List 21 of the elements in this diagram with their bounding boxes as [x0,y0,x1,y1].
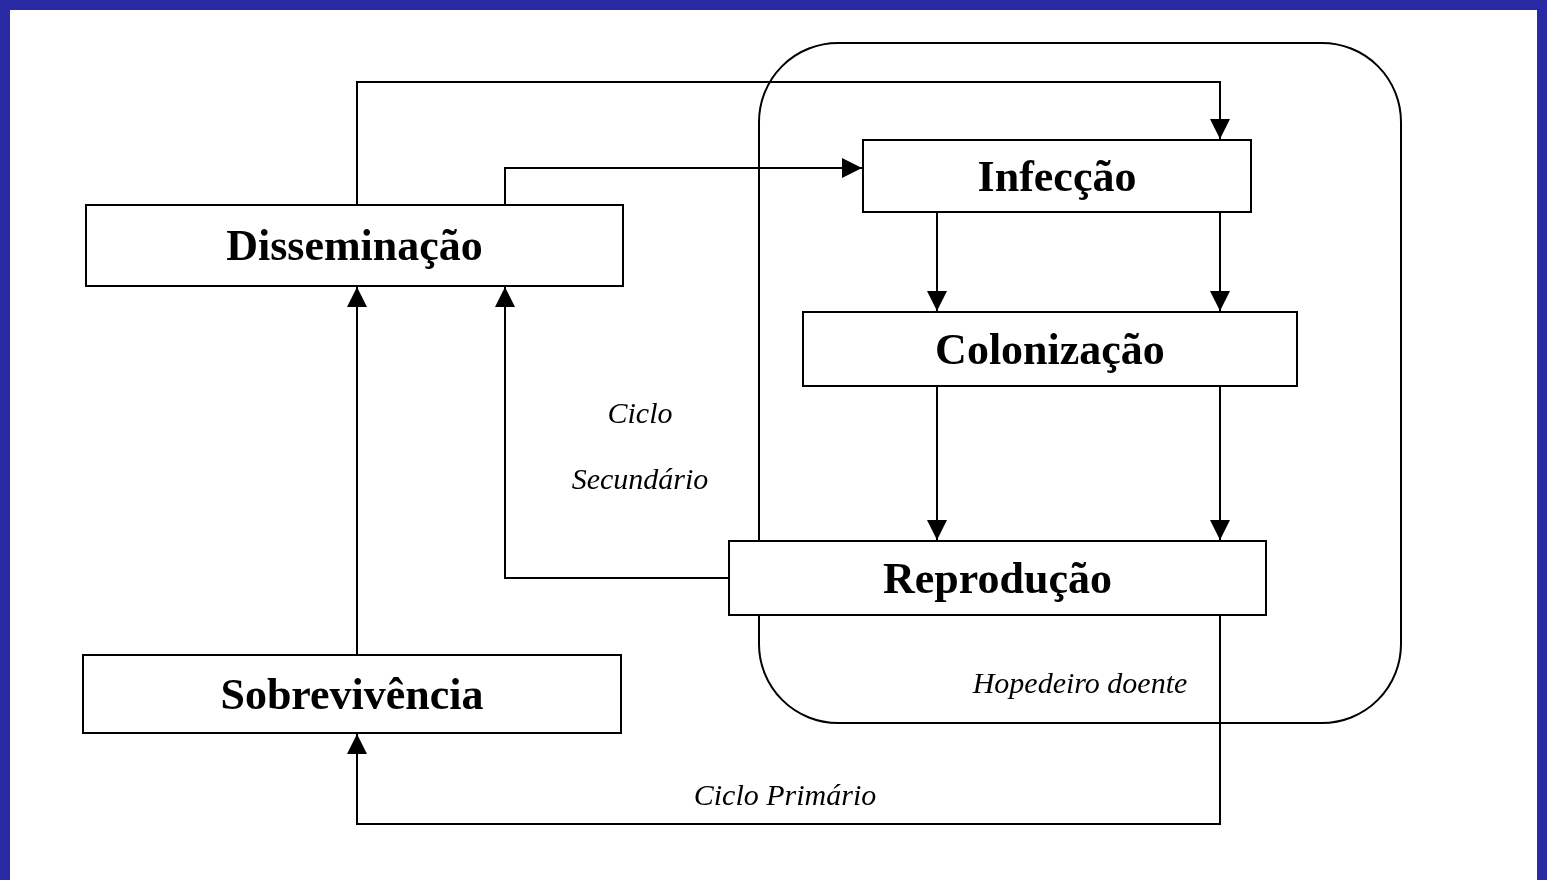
arrow [356,81,1230,205]
box-label: Infecção [977,150,1137,202]
region-label: Hopedeiro doente [971,666,1189,700]
arrow [347,615,1221,825]
process-box [82,654,622,734]
arrow [495,286,729,579]
process-box [802,311,1298,387]
box-label: Reprodução [883,552,1112,604]
box-label: Disseminação [226,220,483,271]
process-box [862,139,1252,213]
host-region [758,42,1402,724]
arrow [927,386,947,541]
arrow [1210,212,1230,312]
process-box [85,204,624,287]
arrow [347,286,367,655]
box-label: Colonização [935,323,1165,375]
arrow [927,212,947,312]
arrow [504,158,863,205]
box-label: Sobrevivência [220,668,484,720]
arrow [1210,386,1230,541]
process-box [728,540,1267,616]
